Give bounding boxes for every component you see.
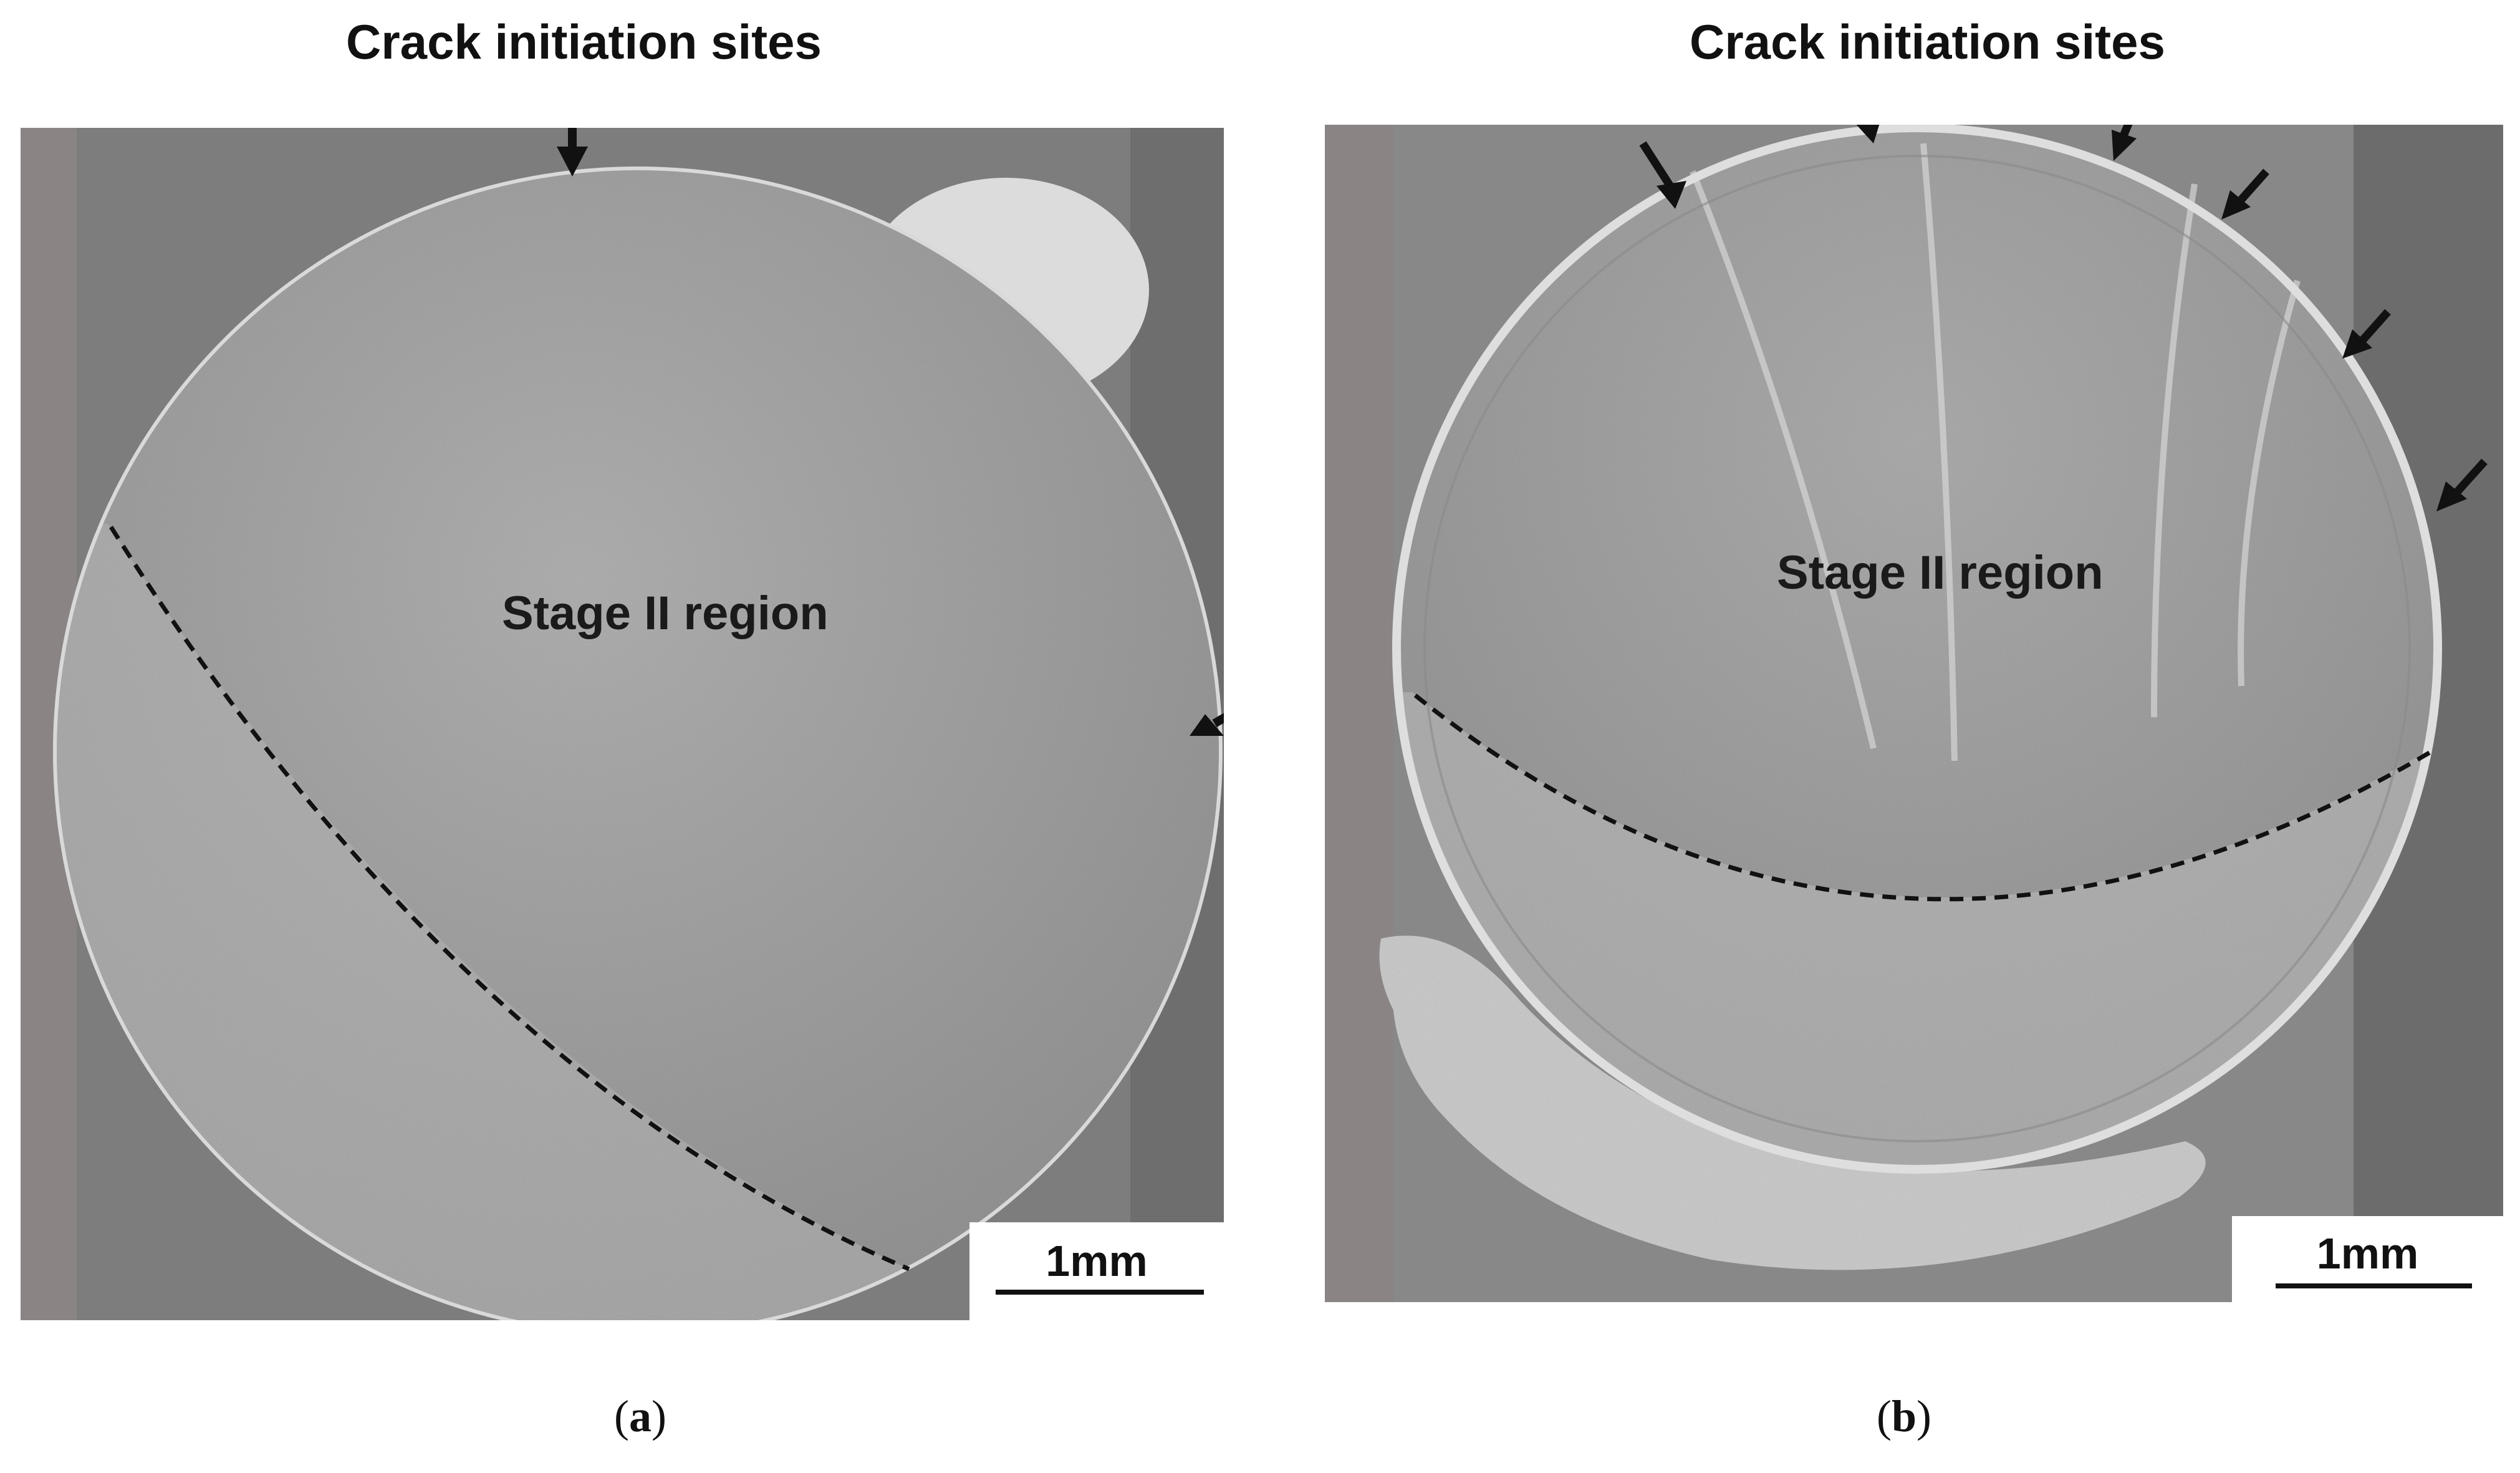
- panel-b-micrograph: [1325, 125, 2503, 1302]
- panel-b-caption-open: (: [1877, 1391, 1892, 1441]
- panel-b-arrow-6: [2436, 458, 2488, 511]
- panel-b-header: Crack initiation sites: [1690, 14, 2165, 69]
- panel-b-scalebar: 1mm: [2232, 1216, 2503, 1302]
- panel-b-arrows: [1639, 125, 2488, 511]
- panel-a-caption-letter: a: [628, 1391, 652, 1441]
- panel-b-arrow-1: [1639, 141, 1686, 209]
- panel-a-stage-boundary: [109, 526, 910, 1272]
- panel-b-ratchet-marks: [1690, 143, 2301, 761]
- panel-a-image: [21, 128, 1224, 1320]
- panel-a-arrow-right: [1190, 713, 1224, 736]
- panel-a-scale-label: 1mm: [1046, 1237, 1148, 1285]
- panel-b-disc-inner-rim: [1423, 155, 2411, 1142]
- panel-a-scale-line: [996, 1290, 1204, 1295]
- panel-a-scalebar: 1mm: [969, 1222, 1224, 1320]
- panel-b-scale-line: [2276, 1283, 2472, 1288]
- panel-b-arrow-4: [2221, 168, 2269, 220]
- panel-a-final-fracture-zone: [55, 524, 909, 1320]
- panel-b-caption-close: ): [1916, 1391, 1932, 1441]
- panel-a-arrow-top: [557, 128, 588, 176]
- panel-a-caption: (a): [614, 1391, 666, 1442]
- panel-a-micrograph: [21, 128, 1224, 1320]
- panel-b-shear-lip: [1379, 935, 2206, 1270]
- panel-b-arrow-5: [2342, 309, 2391, 359]
- panel-a-disc-rim: [53, 167, 1223, 1320]
- panel-a-caption-open: (: [614, 1391, 629, 1441]
- panel-b-caption-letter: b: [1891, 1391, 1917, 1441]
- panel-b-disc-rim: [1392, 125, 2442, 1174]
- panel-a-caption-close: ): [651, 1391, 666, 1441]
- panel-b-stage-boundary: [1413, 693, 2433, 902]
- panel-b-image: [1325, 125, 2503, 1302]
- panel-b-region-label: Stage II region: [1777, 546, 2104, 599]
- panel-b-scale-label: 1mm: [2316, 1229, 2419, 1278]
- panel-b-backdrop-tile: [1325, 125, 1393, 1302]
- panel-b-caption: (b): [1877, 1391, 1931, 1442]
- panel-b-arrow-3: [2112, 125, 2137, 161]
- panel-a-region-label: Stage II region: [502, 587, 829, 640]
- panel-b-arrow-2: [1856, 125, 1880, 143]
- panel-a-header: Crack initiation sites: [346, 14, 822, 69]
